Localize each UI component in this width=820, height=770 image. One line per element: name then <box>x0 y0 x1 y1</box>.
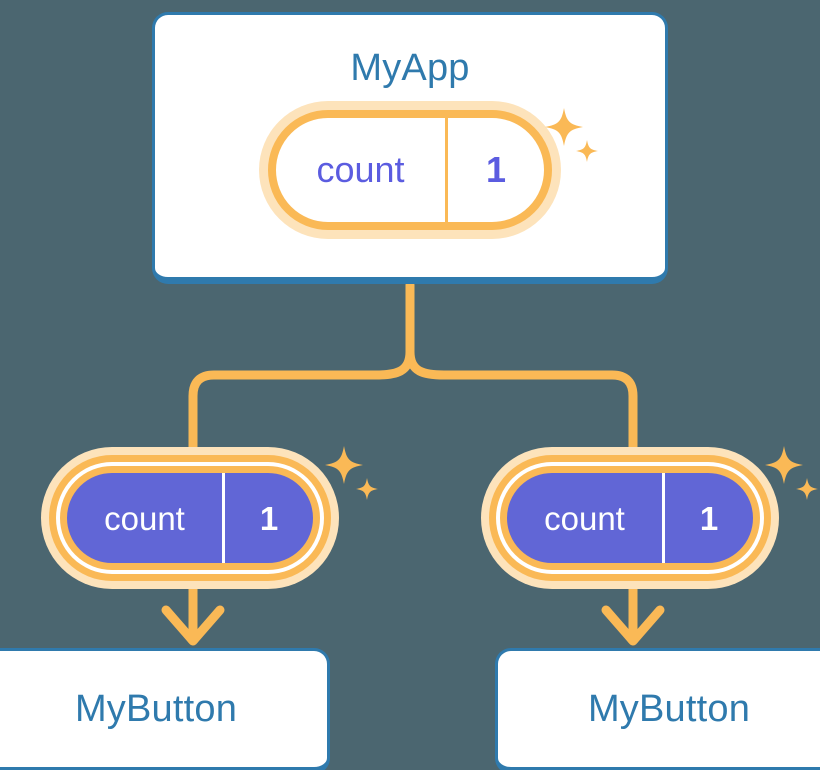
component-card-mybutton-right[interactable]: MyButton <box>495 648 820 770</box>
sparkles-icon-child-right <box>758 442 820 513</box>
state-pill-child-right[interactable]: count 1 <box>500 466 760 570</box>
state-pill-child-left[interactable]: count 1 <box>60 466 320 570</box>
state-key-label: count <box>67 473 225 563</box>
sparkle-large-icon <box>765 446 803 484</box>
state-value-label: 1 <box>485 149 507 190</box>
sparkle-small-icon <box>796 478 818 500</box>
sparkle-small-icon <box>356 478 378 500</box>
sparkles-icon-child-left <box>318 442 384 513</box>
state-pill-body: count 1 <box>60 466 320 570</box>
state-pill-body: count 1 <box>500 466 760 570</box>
state-key-label: count <box>276 118 448 222</box>
page-title: MyApp <box>350 47 470 89</box>
state-pill-myapp[interactable]: count 1 <box>268 110 552 230</box>
component-card-title: MyButton <box>74 688 238 730</box>
component-card-mybutton-left[interactable]: MyButton <box>0 648 330 770</box>
connector-branch-left <box>188 347 415 475</box>
sparkle-large-icon <box>325 446 363 484</box>
state-value-label: 1 <box>699 499 719 537</box>
state-pill-body: count 1 <box>268 110 552 230</box>
state-key-label: count <box>507 473 665 563</box>
state-value-label: 1 <box>259 499 279 537</box>
arrow-head-right-icon <box>601 605 665 646</box>
arrow-head-left-icon <box>161 605 225 646</box>
component-card-title: MyButton <box>587 688 751 730</box>
connector-branch-right <box>405 347 638 475</box>
